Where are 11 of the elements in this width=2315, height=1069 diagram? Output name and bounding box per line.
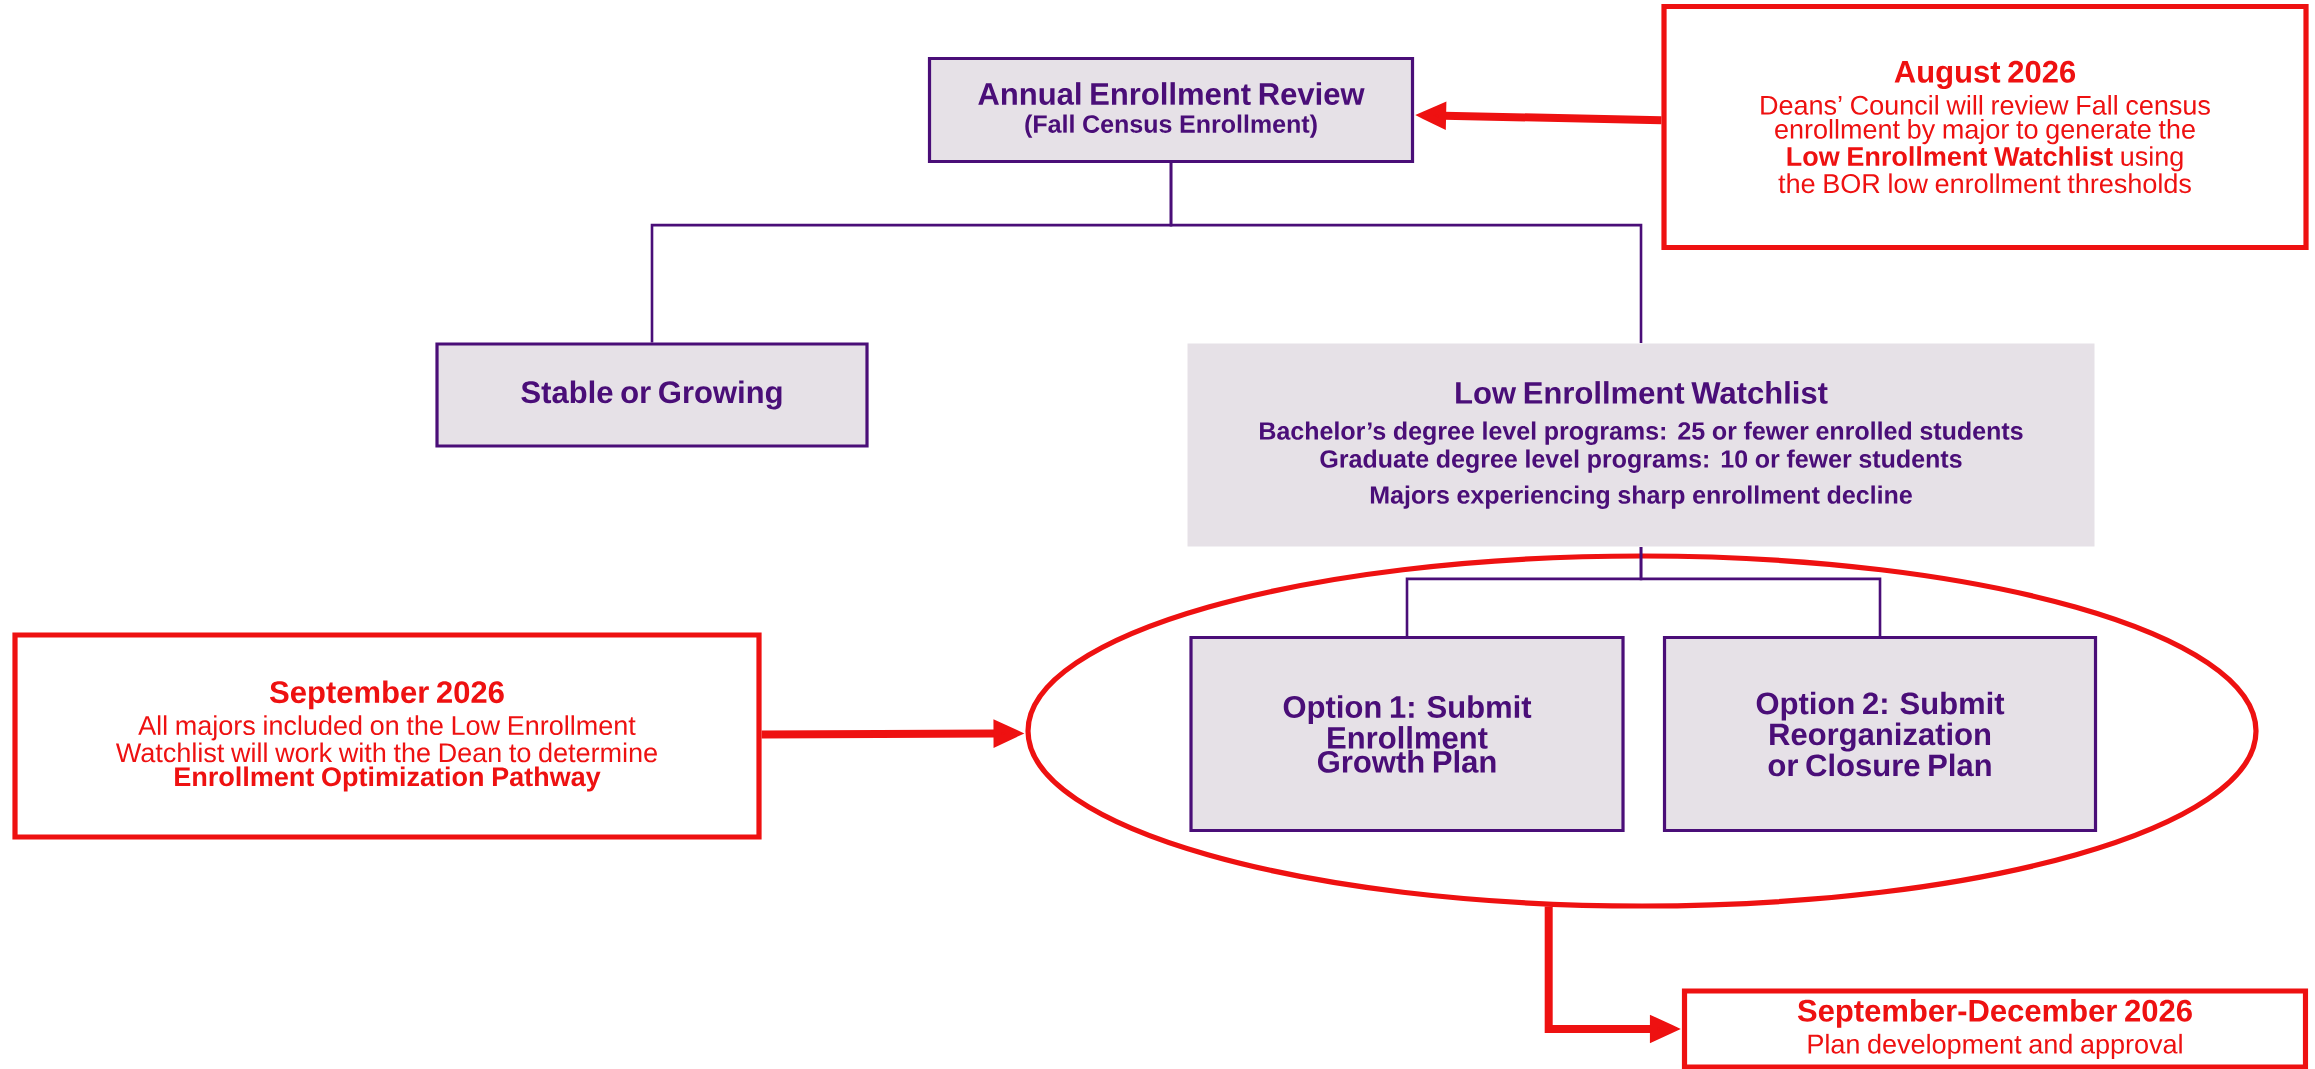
callout-box: September-December 2026 Plan development and approval bbox=[1681, 988, 2309, 1069]
callout-box: September 2026 All majors included on the Low Enrollment Watchlist will work with the Dean to determine Enrollment Optimization Pathway bbox=[12, 632, 762, 840]
watchlist-box: Low Enrollment Watchlist Bachelor’s degree level programs: 25 or fewer enrolled students Graduate degree level programs: 10 or fewer students Majors experiencing sharp enrollment decline bbox=[1187, 343, 2095, 547]
process-box: Option 1: Submit Enrollment Growth Plan bbox=[1189, 635, 1625, 833]
callout-box: August 2026 Deans’ Council will review Fall census enrollment by major to generate the Low Enrollment Watchlist using the BOR low enrollment thresholds bbox=[1661, 3, 2309, 251]
connector-line bbox=[1169, 163, 1643, 344]
process-box: Annual Enrollment Review (Fall Census Enrollment) bbox=[927, 56, 1415, 164]
process-box: Option 2: Submit Reorganization or Closure Plan bbox=[1662, 635, 2098, 833]
connector-line bbox=[1639, 546, 1882, 636]
process-box: Stable or Growing bbox=[435, 342, 869, 448]
outline-ellipse bbox=[1025, 553, 2259, 909]
